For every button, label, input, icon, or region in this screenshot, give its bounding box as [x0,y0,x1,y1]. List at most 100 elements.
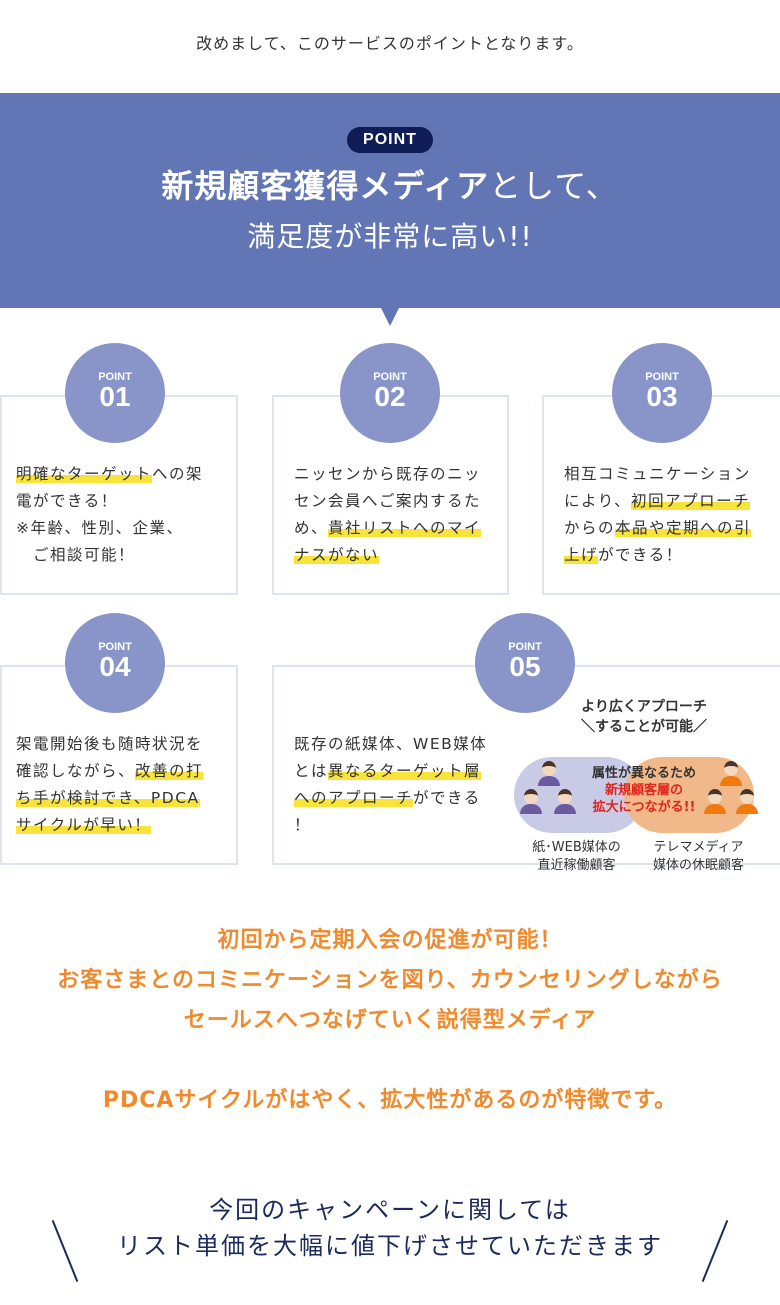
description-line: ！ [294,812,487,839]
highlighted-text: 初回アプローチ [631,492,751,510]
description-line: め、貴社リストへのマイ [294,515,482,542]
text-segment: 確認しながら、 [16,762,136,780]
point-number: 04 [99,651,131,682]
point-label: POINT [98,641,132,653]
closing-line-1: 今回のキャンペーンに関しては [209,1196,571,1224]
highlighted-text: 改善の打 [135,762,204,780]
point-description: 既存の紙媒体、WEB媒体とは異なるターゲット層へのアプローチができる！ [294,731,487,839]
person-icon [554,789,576,819]
description-line: サイクルが早い！ [16,812,203,839]
person-icon [538,761,560,791]
text-segment: ！ [294,816,312,834]
highlighted-text: 異なるターゲット層 [328,762,482,780]
point-label: POINT [645,371,679,383]
description-line: 電ができる！ [16,488,203,515]
description-line: 架電開始後も随時状況を [16,731,203,758]
right-caption-2: 媒体の休眠顧客 [652,858,744,873]
highlighted-text: 貴社リストへのマイ [328,519,482,537]
point-number: 02 [374,381,406,412]
text-segment: により、 [564,492,632,510]
highlighted-text: 明確なターゲット [16,465,153,483]
description-line: 明確なターゲットへの架 [16,461,203,488]
text-segment: め、 [294,519,329,537]
description-line: ナスがない [294,542,481,569]
person-icon [704,789,726,819]
highlighted-text: へのアプローチ [294,789,414,807]
hero-pointer-arrow [381,308,399,326]
illu-heading-2: ＼することが可能／ [581,719,707,735]
description-line: からの本品や定期への引 [564,515,752,542]
point-description: 明確なターゲットへの架電ができる！ ※年齢、性別、企業、 ご相談可能！ [16,461,203,569]
left-caption-2: 直近稼働顧客 [537,858,616,873]
point-card-03: 相互コミュニケーションにより、初回アプローチからの本品や定期への引上げができる！ [542,395,780,595]
description-line: 相互コミュニケーション [564,461,751,488]
audience-illustration: より広くアプローチ ＼することが可能／ 属性が異なるため 新規顧客層の 拡大につ… [514,697,774,873]
description-line: ご相談可能！ [16,542,203,569]
point-description: 相互コミュニケーションにより、初回アプローチからの本品や定期への引上げができる！ [564,461,752,569]
intro-text: 改めまして、このサービスのポイントとなります。 [196,34,584,53]
description-line: とは異なるターゲット層 [294,758,487,785]
text-segment: ができる [413,789,481,807]
hero-title-light: として、 [489,167,619,205]
closing-message: 今回のキャンペーンに関しては リスト単価を大幅に値下げさせていただきます [0,1192,780,1264]
person-icon [720,761,742,791]
hero-title: 新規顧客獲得メディアとして、 [0,161,780,207]
point-number: 05 [509,651,541,682]
hero-subtitle: 満足度が非常に高い!! [247,220,533,253]
description-line: 上げができる！ [564,542,751,569]
highlighted-text: サイクルが早い！ [16,816,152,834]
point-number: 03 [646,381,678,412]
person-icon [520,789,542,819]
illu-heading-1: より広くアプローチ [581,699,707,715]
text-segment: 相互コミュニケーション [564,465,751,483]
point-badge: POINT [347,127,433,153]
left-caption: 紙･WEB媒体の直近稼働顧客 [514,839,639,875]
text-segment: 架電開始後も随時状況を [16,735,204,753]
person-icon [736,789,758,819]
illu-message: 属性が異なるため 新規顧客層の 拡大につながる!! [554,765,734,816]
point-number: 01 [99,381,131,412]
illu-message-3: 拡大につながる!! [592,800,696,815]
illu-message-1: 属性が異なるため [591,766,696,781]
description-line: セン会員へご案内するた [294,488,481,515]
summary-line-4: PDCAサイクルがはやく、拡大性があるのが特徴です。 [102,1088,678,1113]
illu-message-2: 新規顧客層の [604,783,683,798]
highlighted-text: ち手が検討でき、PDCA [16,789,200,807]
description-line: 既存の紙媒体、WEB媒体 [294,731,487,758]
text-segment: からの [564,519,616,537]
text-segment: ニッセンから既存のニッ [294,465,482,483]
description-line: ※年齢、性別、企業、 [16,515,203,542]
text-segment: セン会員へご案内するた [294,492,482,510]
text-segment: とは [294,762,329,780]
point-label: POINT [98,371,132,383]
highlighted-text: 本品や定期への引 [615,519,752,537]
highlighted-text: ナスがない [294,546,380,564]
summary-line-3: セールスへつなげていく説得型メディア [183,1008,597,1033]
text-segment: ※年齢、性別、企業、 [16,519,184,537]
text-segment: ご相談可能！ [16,546,136,564]
right-caption: テレマメディア媒体の休眠顧客 [636,839,761,875]
hero-banner: POINT 新規顧客獲得メディアとして、 満足度が非常に高い!! [0,93,780,308]
text-segment: への架 [152,465,204,483]
text-segment: ができる！ [598,546,683,564]
highlighted-text: 上げ [564,546,599,564]
description-line: により、初回アプローチ [564,488,751,515]
point-label: POINT [508,641,542,653]
summary-line-1: 初回から定期入会の促進が可能！ [217,928,563,953]
left-caption-1: 紙･WEB媒体の [532,840,621,855]
description-line: ち手が検討でき、PDCA [16,785,203,812]
point-label: POINT [373,371,407,383]
right-caption-1: テレマメディア [653,840,744,855]
description-line: 確認しながら、改善の打 [16,758,204,785]
text-segment: 既存の紙媒体、WEB媒体 [294,735,488,753]
summary-line-2: お客さまとのコミニケーションを図り、カウンセリングしながら [57,968,723,993]
hero-title-bold: 新規顧客獲得メディア [161,167,490,205]
description-line: ニッセンから既存のニッ [294,461,481,488]
text-segment: 電ができる！ [16,492,118,510]
